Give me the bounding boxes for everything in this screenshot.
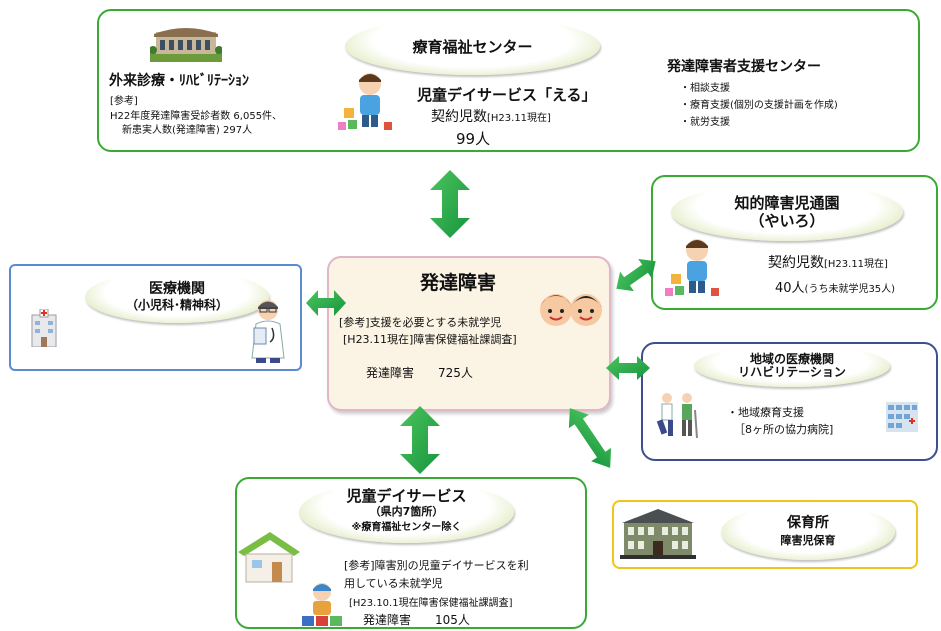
bottom-ref-line2: 用している未就学児 bbox=[344, 577, 443, 590]
outpatient-line2: 新患実人数(発達障害) 297人 bbox=[122, 125, 253, 136]
medical-title-line2: （小児科･精神科） bbox=[125, 298, 228, 312]
center-box bbox=[327, 256, 611, 411]
arrow-center-chiteki bbox=[616, 258, 656, 292]
arrow-center-bottom bbox=[400, 406, 440, 474]
support-item-1: ・相談支援 bbox=[680, 83, 730, 94]
center-ref-line1: [参考]支援を必要とする未就学児 bbox=[339, 316, 502, 329]
medical-title-ellipse: 医療機関 （小児科･精神科） bbox=[85, 271, 269, 323]
chiteki-contract: 契約児数[H23.11現在] bbox=[768, 252, 888, 272]
center-ref-line2: [H23.11現在]障害保健福祉課調査] bbox=[343, 333, 517, 346]
chiteki-contract-date: [H23.11現在] bbox=[824, 259, 888, 270]
bottom-note: ※療育福祉センター除く bbox=[351, 522, 462, 533]
outpatient-ref: [参考] bbox=[110, 96, 138, 107]
children-faces-icon bbox=[540, 294, 602, 326]
arrow-center-hoiku bbox=[568, 408, 612, 468]
support-item-2: ・療育支援(個別の支援計画を作成) bbox=[680, 100, 838, 111]
hoiku-title: 保育所 bbox=[787, 515, 829, 531]
bottom-stat: 発達障害 105人 bbox=[363, 613, 470, 627]
child-blocks-icon-chiteki bbox=[665, 239, 719, 296]
day-service-contract: 契約児数[H23.11現在] bbox=[431, 106, 551, 126]
building-icon bbox=[150, 28, 222, 62]
bottom-title-line2: （県内7箇所） bbox=[369, 505, 444, 518]
arrow-center-local bbox=[606, 356, 650, 380]
local-line2: ［8ヶ所の協力病院] bbox=[734, 423, 834, 436]
arrow-top-center bbox=[430, 170, 470, 238]
hoiku-subtitle: 障害児保育 bbox=[780, 534, 836, 547]
nursery-building-icon bbox=[620, 509, 696, 559]
arrow-medical-center bbox=[306, 290, 346, 316]
hospital-icon bbox=[31, 309, 57, 347]
bottom-title-line1: 児童デイサービス bbox=[346, 487, 467, 505]
outpatient-line1: H22年度発達障害受診者数 6,055件、 bbox=[110, 111, 283, 122]
child-blocks-icon bbox=[338, 73, 392, 130]
chiteki-count-note: (うち未就学児35人) bbox=[804, 284, 896, 295]
doctor-icon bbox=[251, 300, 285, 363]
chiteki-count-line: 40人(うち未就学児35人) bbox=[775, 277, 895, 296]
day-service-contract-label: 契約児数 bbox=[431, 109, 487, 125]
outpatient-title: 外来診療・ﾘﾊﾋﾞﾘﾃｰｼｮﾝ bbox=[109, 73, 249, 89]
local-line1: ・地域療育支援 bbox=[727, 406, 804, 419]
local-title-ellipse: 地域の医療機関 リハビリテーション bbox=[694, 345, 890, 387]
medical-title-line1: 医療機関 bbox=[149, 281, 205, 297]
chiteki-title-line1: 知的障害児通園 bbox=[734, 194, 840, 212]
child-blocks-icon-bottom bbox=[302, 583, 342, 626]
bottom-ref-line3: [H23.10.1現在障害保健福祉課調査] bbox=[349, 598, 513, 609]
chiteki-count: 40人 bbox=[775, 281, 805, 296]
center-stat: 発達障害 725人 bbox=[366, 366, 473, 380]
bottom-title-ellipse: 児童デイサービス （県内7箇所） ※療育福祉センター除く bbox=[299, 481, 514, 543]
house-icon bbox=[238, 532, 300, 583]
chiteki-title-line2: （やいろ） bbox=[749, 212, 825, 230]
day-service-contract-date: [H23.11現在] bbox=[487, 113, 551, 124]
support-item-3: ・就労支援 bbox=[680, 117, 730, 128]
chiteki-title-ellipse: 知的障害児通園 （やいろ） bbox=[671, 183, 903, 241]
clinic-building-icon bbox=[886, 402, 918, 432]
hoiku-title-ellipse: 保育所 障害児保育 bbox=[721, 504, 895, 560]
local-title-line1: 地域の医療機関 bbox=[749, 352, 834, 366]
day-service-title: 児童デイサービス「える」 bbox=[417, 86, 597, 104]
local-title-line2: リハビリテーション bbox=[738, 365, 846, 379]
center-title: 発達障害 bbox=[420, 272, 497, 294]
top-center-title: 療育福祉センター bbox=[412, 37, 533, 56]
chiteki-contract-label: 契約児数 bbox=[768, 255, 824, 271]
top-center-title-ellipse: 療育福祉センター bbox=[345, 17, 600, 75]
rehab-people-icon bbox=[656, 393, 698, 439]
bottom-ref-line1: [参考]障害別の児童デイサービスを利 bbox=[344, 559, 529, 572]
support-center-title: 発達障害者支援センター bbox=[667, 59, 821, 75]
day-service-count: 99人 bbox=[456, 130, 491, 148]
